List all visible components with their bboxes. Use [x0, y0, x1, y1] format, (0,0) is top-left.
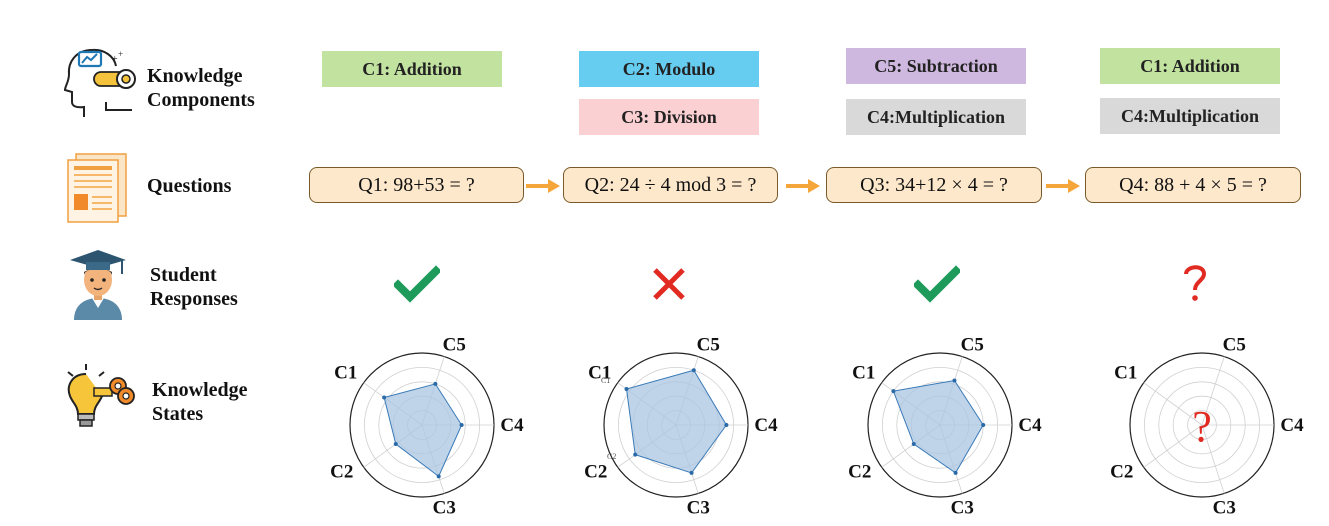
- radar-point: [953, 470, 958, 475]
- question-box: Q3: 34+12 × 4 = ?: [826, 167, 1042, 203]
- kc-box: C1: Addition: [322, 51, 502, 87]
- radar-axis-label: C5: [1223, 335, 1246, 356]
- radar-spoke: [1143, 382, 1203, 426]
- radar-axis-label: C3: [433, 497, 456, 518]
- radar-axis-label: C5: [961, 335, 984, 356]
- radar-axis-label: C4: [754, 415, 778, 436]
- radar-axis-label: C4: [1018, 415, 1042, 436]
- radar-axis-label: C2: [848, 461, 871, 482]
- radar-point: [911, 442, 916, 447]
- radar-axis-label: C4: [500, 415, 524, 436]
- radar-point: [724, 423, 729, 427]
- kc-box: C3: Division: [579, 99, 759, 135]
- checkmark-icon: [394, 265, 440, 303]
- question-box: Q2: 24 ÷ 4 mod 3 = ?: [563, 167, 778, 203]
- graduate-student-icon: [70, 250, 126, 320]
- radar-axis-label: C3: [1213, 497, 1236, 518]
- svg-text:+: +: [118, 49, 123, 59]
- kc-box: C2: Modulo: [579, 51, 759, 87]
- radar-axis-label-small: C1: [601, 376, 610, 385]
- radar-axis-label: C5: [697, 335, 720, 356]
- radar-point: [633, 452, 638, 457]
- radar-axis-label: C2: [584, 461, 607, 482]
- radar-spoke: [1201, 424, 1225, 494]
- row-label-questions: Questions: [147, 175, 232, 197]
- kc-box: C4:Multiplication: [846, 99, 1026, 135]
- radar-axis-label: C1: [852, 363, 875, 384]
- kc-box: C1: Addition: [1100, 48, 1280, 84]
- unknown-state-mark: ?: [1192, 402, 1212, 451]
- radar-axis-label: C5: [443, 335, 466, 356]
- radar-axis-label: C3: [687, 497, 710, 518]
- radar-point: [952, 378, 957, 383]
- radar-point: [393, 442, 398, 447]
- radar-axis-label: C1: [334, 363, 357, 384]
- radar-point: [981, 423, 986, 427]
- radar-area: [625, 369, 727, 474]
- radar-point: [436, 474, 441, 479]
- question-box: Q4: 88 + 4 × 5 = ?: [1085, 167, 1301, 203]
- radar-point: [689, 470, 694, 475]
- checkmark-icon: [914, 265, 960, 303]
- radar-spoke: [1201, 356, 1225, 426]
- right-arrow-icon: [786, 179, 820, 193]
- kc-box: C5: Subtraction: [846, 48, 1026, 84]
- question-box: Q1: 98+53 = ?: [309, 167, 524, 203]
- svg-text:+: +: [112, 54, 118, 65]
- radar-axis-label: C1: [588, 363, 611, 384]
- radar-area: [892, 379, 984, 474]
- radar-axis-label: C2: [330, 461, 353, 482]
- radar-axis-label-small: C2: [607, 452, 616, 461]
- radar-spoke: [1143, 424, 1203, 468]
- radar-point: [891, 389, 896, 394]
- right-arrow-icon: [526, 179, 560, 193]
- lightbulb-key-icon: [67, 364, 135, 427]
- radar-axis-label: C2: [1110, 461, 1133, 482]
- row-label-student-responses: Student Responses: [150, 264, 238, 310]
- radar-point: [691, 368, 696, 373]
- cross-icon: [653, 268, 685, 300]
- radar-point: [382, 395, 387, 400]
- document-icon: [67, 153, 127, 223]
- radar-point: [459, 423, 464, 427]
- radar-axis-label: C4: [1280, 415, 1304, 436]
- radar-point: [624, 387, 629, 392]
- row-label-knowledge-components: Knowledge Components: [147, 65, 255, 111]
- question-mark-icon: [1184, 265, 1207, 301]
- kc-box: C4:Multiplication: [1100, 98, 1280, 134]
- row-label-knowledge-states: Knowledge States: [152, 379, 248, 425]
- radar-axis-label: C1: [1114, 363, 1137, 384]
- radar-axis-label: C3: [951, 497, 974, 518]
- radar-point: [433, 381, 438, 386]
- head-with-idea-icon: + +: [63, 48, 136, 117]
- right-arrow-icon: [1046, 179, 1080, 193]
- radar-area: [383, 383, 463, 478]
